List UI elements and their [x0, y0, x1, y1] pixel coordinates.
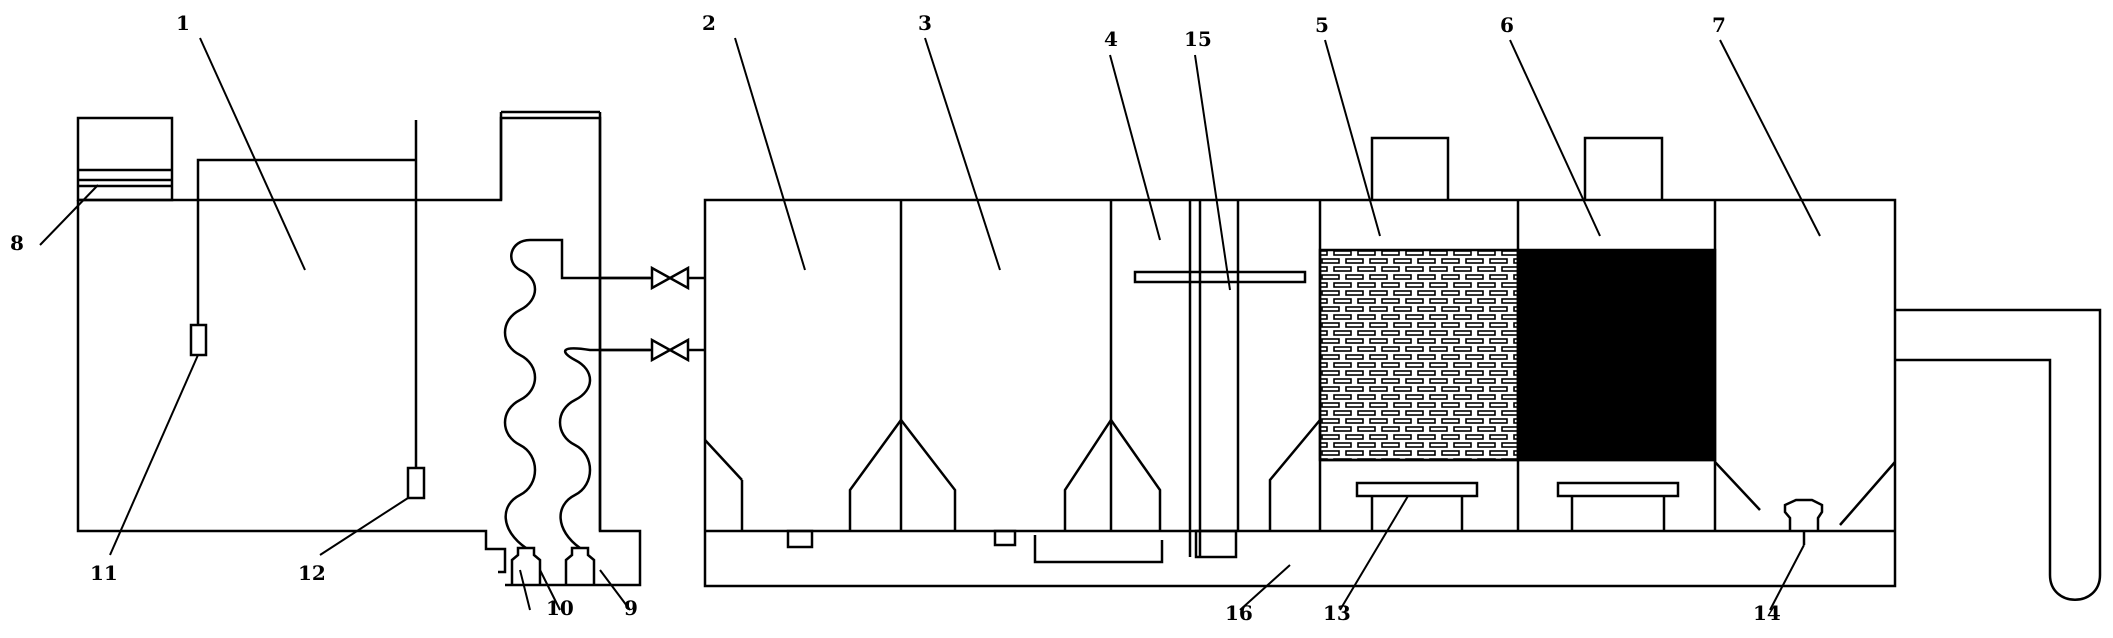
- part-labels: 1 2 3 4 15 5 6 7 8 11 12 10 9 16 13 14: [10, 11, 1781, 625]
- hopper-bottoms: [704, 417, 1896, 531]
- wavy-pipe-upper: [503, 238, 650, 550]
- leader-lines: [39, 37, 1821, 611]
- regulating-tank-1: [76, 110, 642, 587]
- wavy-pipe-lower: [558, 347, 650, 550]
- label-5: 5: [1315, 13, 1329, 37]
- float-switch-12: [406, 120, 426, 500]
- label-15: 15: [1184, 27, 1212, 51]
- label-11: 11: [90, 561, 118, 585]
- aerator-13: [1355, 481, 1479, 531]
- carbon-chamber-6: [1516, 136, 1717, 531]
- bottom-outlets: [786, 529, 1238, 564]
- fitting-14: [1783, 498, 1824, 545]
- mixer-4: [1133, 200, 1307, 557]
- label-16: 16: [1225, 601, 1253, 625]
- label-8: 8: [10, 231, 24, 255]
- label-7: 7: [1712, 13, 1726, 37]
- label-12: 12: [298, 561, 326, 585]
- label-14: 14: [1753, 601, 1781, 625]
- label-9: 9: [624, 596, 638, 620]
- label-2: 2: [702, 11, 716, 35]
- screen-box-8: [76, 116, 174, 202]
- label-13: 13: [1323, 601, 1351, 625]
- label-10: 10: [546, 596, 574, 620]
- label-4: 4: [1104, 27, 1118, 51]
- valve-upper: [600, 265, 705, 291]
- main-tank: [703, 198, 1897, 588]
- pump-10: [510, 546, 596, 585]
- label-3: 3: [918, 11, 932, 35]
- outlet-pipe: [1895, 308, 2102, 601]
- float-switch-11: [189, 158, 416, 357]
- valve-lower: [600, 337, 705, 363]
- label-1: 1: [176, 11, 190, 35]
- media-chamber-5: [1318, 136, 1520, 462]
- label-6: 6: [1500, 13, 1514, 37]
